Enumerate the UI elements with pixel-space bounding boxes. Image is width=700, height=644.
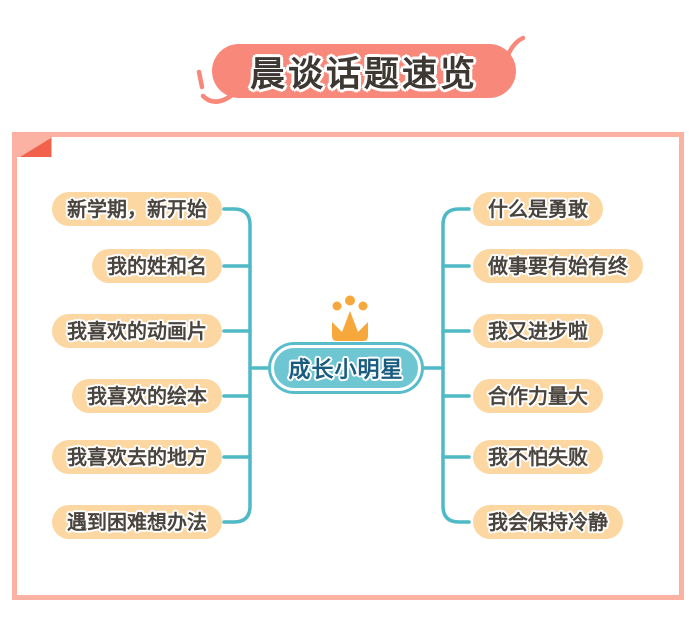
- branch-node-right-2: 做事要有始有终: [473, 249, 643, 283]
- branch-node-left-5: 我喜欢去的地方: [52, 440, 222, 474]
- dash-left-icon: [196, 69, 205, 90]
- branch-node-right-5: 我不怕失败: [473, 440, 603, 474]
- title-banner: 晨谈话题速览: [212, 44, 516, 98]
- center-topic-label: 成长小明星: [288, 358, 404, 383]
- branch-node-left-4: 我喜欢的绘本: [72, 379, 222, 413]
- crown-icon: [332, 295, 368, 341]
- page-title: 晨谈话题速览: [249, 54, 478, 95]
- branch-node-left-2: 我的姓和名: [92, 249, 222, 283]
- branch-node-right-6: 我会保持冷静: [473, 505, 623, 539]
- center-topic-node: 成长小明星: [271, 345, 421, 391]
- branch-node-left-3: 我喜欢的动画片: [52, 314, 222, 348]
- page-fold-corner-icon: [12, 132, 52, 157]
- branch-node-right-3: 我又进步啦: [473, 314, 603, 348]
- branch-node-right-1: 什么是勇敢: [473, 192, 603, 226]
- branch-node-left-1: 新学期，新开始: [52, 192, 222, 226]
- branch-node-right-4: 合作力量大: [473, 379, 603, 413]
- branch-node-left-6: 遇到困难想办法: [52, 505, 222, 539]
